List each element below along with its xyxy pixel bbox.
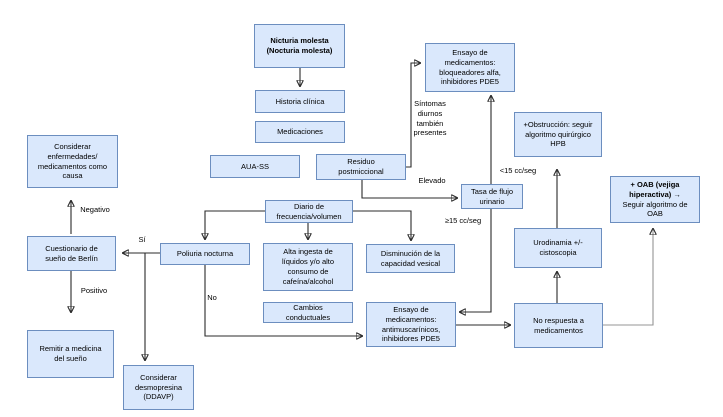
node-nicturia-molesta: Nicturia molesta (Nocturia molesta) (254, 24, 345, 68)
node-considerar-desmopresina: Considerar desmopresina (DDAVP) (123, 365, 194, 410)
edge-diario-disminucion (353, 210, 411, 240)
node-oab-vejiga-hiperactiva: + OAB (vejiga hiperactiva) → Seguir algo… (610, 176, 700, 223)
edge-label-positivo: Positivo (80, 286, 108, 295)
node-alta-ingesta-liquidos: Alta ingesta de líquidos y/o alto consum… (263, 243, 353, 291)
node-medicaciones: Medicaciones (255, 121, 345, 143)
node-obstruccion-hpb: +Obstrucción: seguir algoritmo quirúrgic… (514, 112, 602, 157)
edge-label-negativo: Negativo (80, 205, 110, 214)
node-remitir-medicina-sueno: Remitir a medicina del sueño (27, 330, 114, 378)
node-ensayo-antimuscarinicos: Ensayo de medicamentos: antimuscarínicos… (366, 302, 456, 347)
edge-label-no: No (207, 293, 217, 302)
node-diario-frecuencia-volumen: Diario de frecuencia/volumen (265, 200, 353, 223)
node-residuo-postmiccional: Residuo postmiccional (316, 154, 406, 180)
node-disminucion-capacidad-vesical: Disminución de la capacidad vesical (366, 244, 455, 273)
edge-label-sintomas-diurnos: Síntomas diurnos también presentes (413, 99, 447, 138)
edge-no-respuesta-oab (602, 229, 653, 326)
node-poliuria-nocturna: Poliuria nocturna (160, 243, 250, 265)
node-cuestionario-berlin: Cuestionario de sueño de Berlín (27, 236, 116, 271)
node-ensayo-bloqueadores-alfa: Ensayo de medicamentos: bloqueadores alf… (425, 43, 515, 92)
edge-label-menor-15: <15 cc/seg (499, 166, 537, 175)
edge-label-si: Sí (138, 235, 146, 244)
node-tasa-flujo-urinario: Tasa de flujo urinario (461, 184, 523, 209)
edge-label-elevado: Elevado (418, 176, 446, 185)
node-considerar-enfermedades: Considerar enfermedades/ medicamentos co… (27, 135, 118, 188)
node-urodinamia-cistoscopia: Urodinamia +/- cistoscopia (514, 228, 602, 268)
node-oab-bold-text: + OAB (vejiga hiperactiva) → (629, 179, 681, 199)
node-historia-clinica: Historia clínica (255, 90, 345, 113)
edge-label-mayor-igual-15: ≥15 cc/seg (444, 216, 482, 225)
edge-diario-poliuria (205, 210, 265, 239)
node-oab-rest-text: Seguir algoritmo de OAB (622, 199, 688, 219)
edge-tasa-ensayo-anti (460, 209, 492, 312)
node-aua-ss: AUA-SS (210, 155, 300, 178)
node-cambios-conductuales: Cambios conductuales (263, 302, 353, 323)
node-no-respuesta-medicamentos: No respuesta a medicamentos (514, 303, 603, 348)
edge-residuo-tasa (361, 180, 457, 198)
edge-residuo-ensayo-alfa (406, 63, 420, 168)
